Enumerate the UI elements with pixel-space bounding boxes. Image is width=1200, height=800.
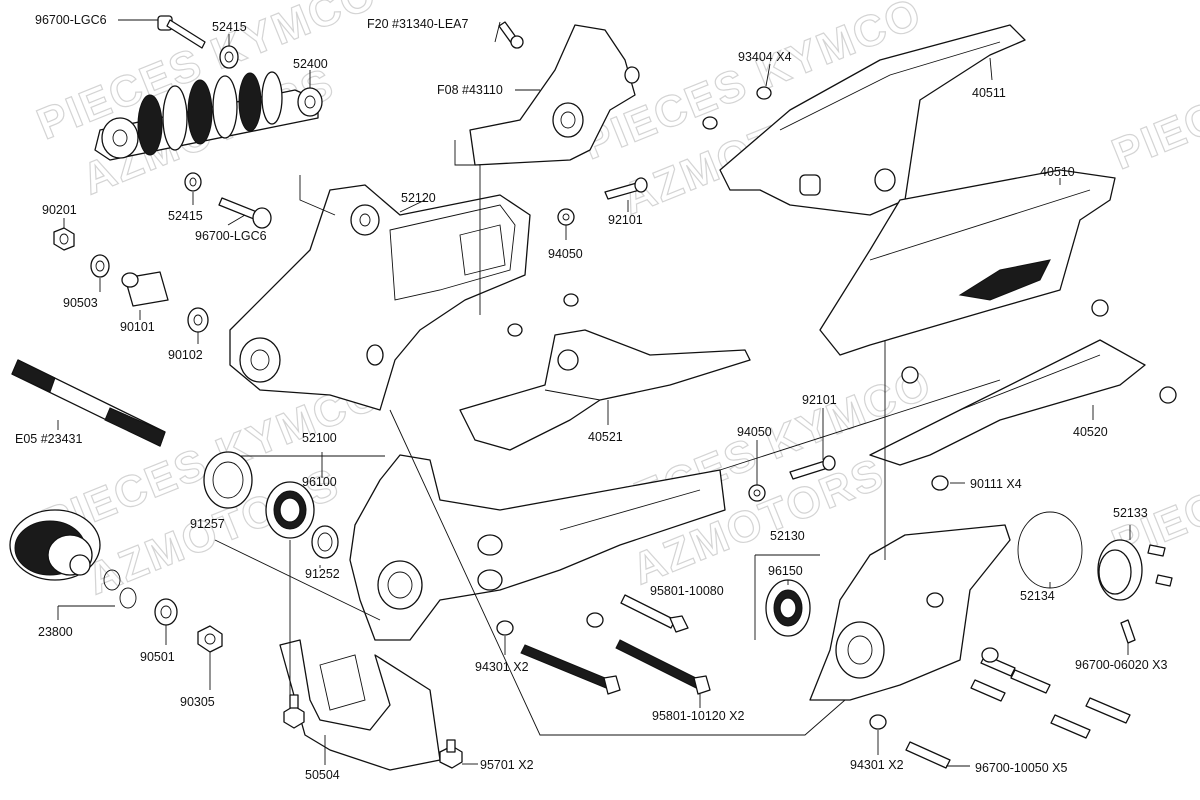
label-52134: 52134 <box>1020 589 1055 603</box>
bolts-96700-06020 <box>1120 544 1173 644</box>
bolt-92101-top <box>604 177 648 200</box>
label-92101-mid: 92101 <box>802 393 837 407</box>
seal-91257 <box>203 451 253 509</box>
ring-52134 <box>1017 511 1083 589</box>
bolts-chain-guard <box>901 299 1177 404</box>
label-96700-10050: 96700-10050 X5 <box>975 761 1067 775</box>
circlips <box>103 569 137 609</box>
label-94050-mid: 94050 <box>737 425 772 439</box>
shock-absorber-part <box>94 71 323 161</box>
bolt-92101-mid <box>789 455 836 480</box>
label-90111: 90111 X4 <box>970 477 1022 491</box>
part-labels: 96700-LGC6 52415 52400 F20 #31340-LEA7 F… <box>15 13 1167 782</box>
label-90102: 90102 <box>168 348 203 362</box>
label-90503: 90503 <box>63 296 98 310</box>
label-52120: 52120 <box>401 191 436 205</box>
bearing-96150 <box>765 579 811 637</box>
cover-40520 <box>869 339 1146 466</box>
label-96100: 96100 <box>302 475 337 489</box>
pulley-23800 <box>9 509 101 581</box>
label-90501: 90501 <box>140 650 175 664</box>
label-91252: 91252 <box>305 567 340 581</box>
collars-94301-left <box>496 612 604 636</box>
bolt-95801-10080 <box>620 594 689 633</box>
guard-40521 <box>459 329 751 451</box>
bolt-95801-10120-b <box>615 639 711 695</box>
collar-90101 <box>121 271 169 307</box>
label-91257: 91257 <box>190 517 225 531</box>
label-52400: 52400 <box>293 57 328 71</box>
chain-guard-40510 <box>819 169 1116 356</box>
label-93404: 93404 X4 <box>738 50 792 64</box>
washer-52415-bottom <box>184 172 202 192</box>
bush-90102 <box>187 307 209 333</box>
bolt-90111 <box>931 475 949 491</box>
chain-guard-40511 <box>719 24 1026 216</box>
nut-90201 <box>53 227 75 251</box>
label-95801-10120: 95801-10120 X2 <box>652 709 744 723</box>
bracket-50504 <box>279 639 441 771</box>
label-92101-top: 92101 <box>608 213 643 227</box>
label-96700-lgc6-top: 96700-LGC6 <box>35 13 107 27</box>
bolt-f20 <box>498 21 524 49</box>
grommets <box>507 293 579 337</box>
label-95701: 95701 X2 <box>480 758 534 772</box>
bolt-95801-10120-a <box>520 644 621 695</box>
watermark-brand-5: PIECES KYMCO <box>1105 0 1200 179</box>
bearing-96100 <box>265 481 315 539</box>
leader-lines <box>57 19 1131 767</box>
label-96150: 96150 <box>768 564 803 578</box>
label-90201: 90201 <box>42 203 77 217</box>
collar-94050-top <box>557 208 575 226</box>
label-40521: 40521 <box>588 430 623 444</box>
label-94050-top: 94050 <box>548 247 583 261</box>
label-40511: 40511 <box>972 86 1006 100</box>
label-52100: 52100 <box>302 431 337 445</box>
label-52130: 52130 <box>770 529 805 543</box>
nut-90305 <box>197 625 223 653</box>
bolts-93404 <box>702 86 772 130</box>
label-40520: 40520 <box>1073 425 1108 439</box>
label-52415-bottom: 52415 <box>168 209 203 223</box>
collar-94050-mid <box>748 484 766 502</box>
bolt-96700-lgc6-bottom <box>218 197 272 229</box>
cover-f08 <box>469 24 640 166</box>
label-52415-top: 52415 <box>212 20 247 34</box>
bracket-52120 <box>229 184 531 411</box>
label-95801-10080: 95801-10080 <box>650 584 724 598</box>
label-f08: F08 #43110 <box>437 83 503 97</box>
cover-52133 <box>1097 539 1143 601</box>
label-90305: 90305 <box>180 695 215 709</box>
label-e05: E05 #23431 <box>15 432 82 446</box>
label-23800: 23800 <box>38 625 73 639</box>
label-52133: 52133 <box>1113 506 1148 520</box>
bolt-95701 <box>439 739 463 769</box>
washer-52415-top <box>219 45 239 69</box>
label-94301-left: 94301 X2 <box>475 660 529 674</box>
label-50504: 50504 <box>305 768 340 782</box>
washer-90501 <box>154 598 178 626</box>
shaft-e05 <box>11 359 166 447</box>
swing-arm-52100 <box>349 454 726 641</box>
washer-90503 <box>90 254 110 278</box>
collars-94301-right <box>869 647 999 730</box>
label-94301-right: 94301 X2 <box>850 758 904 772</box>
label-96700-lgc6-bottom: 96700-LGC6 <box>195 229 267 243</box>
arm-52130 <box>809 524 1011 701</box>
seal-91252 <box>311 525 339 559</box>
label-40510: 40510 <box>1040 165 1075 179</box>
bolt-96700-lgc6-top <box>157 15 206 49</box>
label-f20: F20 #31340-LEA7 <box>367 17 469 31</box>
label-90101: 90101 <box>120 320 155 334</box>
label-96700-06020: 96700-06020 X3 <box>1075 658 1167 672</box>
